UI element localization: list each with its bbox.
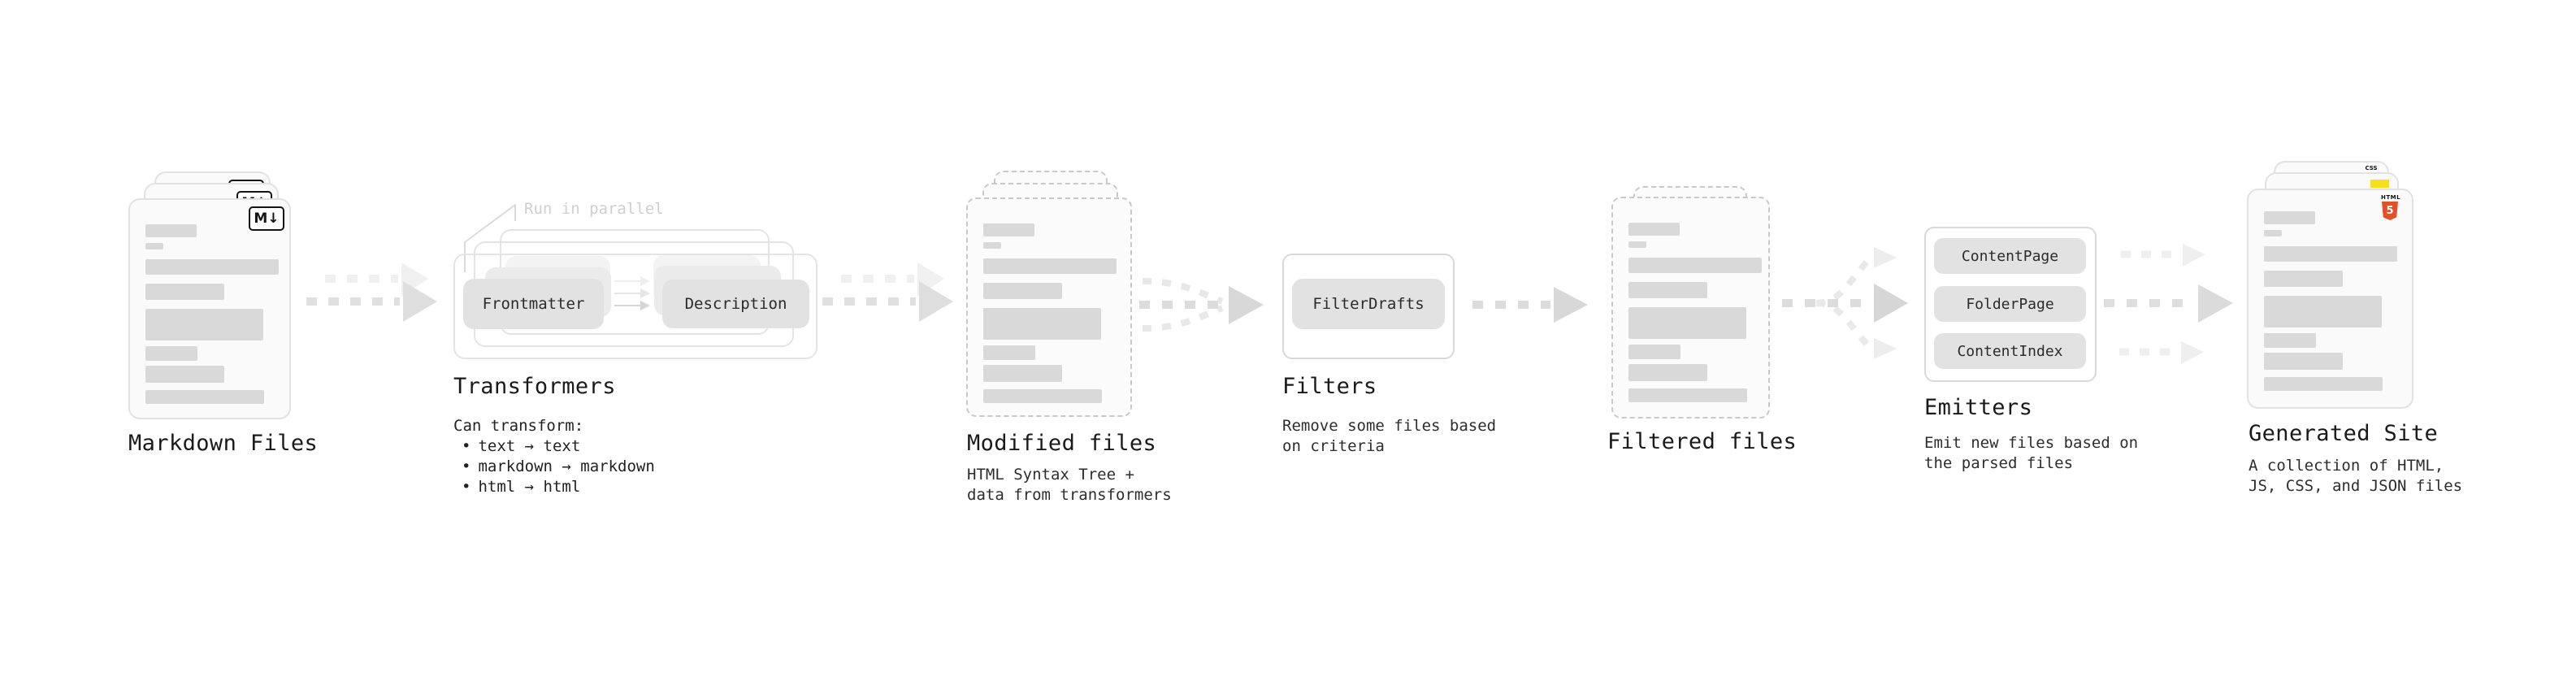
document-skeleton xyxy=(1628,223,1762,402)
skeleton-bar xyxy=(983,242,1001,249)
bullet-item: •text → text xyxy=(462,437,581,455)
document-skeleton xyxy=(983,223,1117,403)
skeleton-bar xyxy=(1628,282,1707,298)
bullet-glyph: • xyxy=(462,478,471,496)
skeleton-bar xyxy=(2264,246,2397,262)
frontmatter-chip: Frontmatter xyxy=(463,279,604,329)
transformers-description: Can transform: •text → text •markdown → … xyxy=(453,416,655,497)
contentpage-chip: ContentPage xyxy=(1934,238,2086,274)
document-skeleton xyxy=(2264,211,2397,391)
markdown-icon: M↓ xyxy=(249,206,284,231)
skeleton-bar xyxy=(983,308,1101,340)
html5-icon: HTML 5 xyxy=(2381,194,2400,220)
filters-title: Filters xyxy=(1282,374,1377,399)
skeleton-bar xyxy=(2264,230,2282,236)
flow-arrow-markdown-to-transformers xyxy=(306,262,437,322)
skeleton-bar xyxy=(145,309,263,340)
skeleton-bar xyxy=(983,389,1102,403)
can-transform-heading: Can transform: xyxy=(453,417,584,435)
skeleton-bar xyxy=(2264,377,2383,391)
skeleton-bar xyxy=(983,223,1034,236)
skeleton-bar xyxy=(1628,258,1762,273)
skeleton-bar xyxy=(983,258,1117,274)
emitters-subtitle: Emit new files based on the parsed files xyxy=(1924,434,2139,472)
skeleton-bar xyxy=(145,243,163,249)
markdown-files-title: Markdown Files xyxy=(128,431,319,456)
transformer-box-front xyxy=(453,254,817,359)
skeleton-bar xyxy=(145,224,197,237)
flow-arrow-emitter-middle xyxy=(2104,284,2233,323)
bullet-glyph: • xyxy=(462,458,471,475)
skeleton-bar xyxy=(1628,388,1747,402)
bullet-glyph: • xyxy=(462,437,471,455)
skeleton-bar xyxy=(1628,241,1646,248)
markdown-file-card-front: M↓ xyxy=(128,198,291,419)
filters-subtitle: Remove some files based on criteria xyxy=(1282,417,1497,455)
run-in-parallel-annotation: Run in parallel xyxy=(524,200,664,218)
skeleton-bar xyxy=(1628,307,1746,339)
flow-arrow-transformers-to-modified xyxy=(822,262,953,322)
skeleton-bar xyxy=(1628,223,1680,236)
generated-site-subtitle: A collection of HTML, JS, CSS, and JSON … xyxy=(2249,457,2463,495)
skeleton-bar xyxy=(2264,211,2315,224)
skeleton-bar xyxy=(145,346,197,361)
skeleton-bar xyxy=(2264,353,2343,370)
flow-arrow-filtered-to-emitters xyxy=(1782,247,1908,359)
transform-step-arrows xyxy=(614,276,650,310)
flow-arrow-filters-to-filtered xyxy=(1472,287,1588,323)
filtered-files-title: Filtered files xyxy=(1607,429,1798,454)
bullet-item: •markdown → markdown xyxy=(462,458,655,475)
transformers-title: Transformers xyxy=(453,374,616,399)
emitters-title: Emitters xyxy=(1924,395,2033,420)
filterdrafts-chip: FilterDrafts xyxy=(1292,279,1445,329)
generated-site-title: Generated Site xyxy=(2249,421,2439,446)
modified-file-card-front xyxy=(966,197,1132,417)
modified-files-subtitle: HTML Syntax Tree + data from transformer… xyxy=(967,466,1172,504)
skeleton-bar xyxy=(145,259,279,275)
skeleton-bar xyxy=(983,283,1062,299)
skeleton-bar xyxy=(145,284,224,300)
js-file-icon xyxy=(2370,180,2389,188)
skeleton-bar xyxy=(2264,271,2343,287)
skeleton-bar xyxy=(983,345,1035,360)
contentindex-chip: ContentIndex xyxy=(1934,333,2086,369)
folderpage-chip: FolderPage xyxy=(1934,286,2086,322)
modified-files-title: Modified files xyxy=(967,431,1157,456)
skeleton-bar xyxy=(1628,345,1680,359)
description-chip: Description xyxy=(662,280,809,328)
skeleton-bar xyxy=(145,366,224,383)
skeleton-bar xyxy=(145,390,264,404)
filtered-file-card-front xyxy=(1611,197,1770,419)
flow-arrow-emitter-bottom xyxy=(2119,341,2204,364)
skeleton-bar xyxy=(2264,333,2316,348)
flow-arrow-modified-to-filters xyxy=(1139,278,1264,332)
document-skeleton xyxy=(145,224,279,404)
skeleton-bar xyxy=(2264,296,2382,327)
callout-line xyxy=(464,204,516,272)
skeleton-bar xyxy=(1628,364,1707,381)
generated-file-card-front: HTML 5 xyxy=(2247,189,2413,409)
skeleton-bar xyxy=(983,365,1062,382)
flow-arrow-emitter-top xyxy=(2121,244,2205,267)
bullet-item: •html → html xyxy=(462,478,581,496)
